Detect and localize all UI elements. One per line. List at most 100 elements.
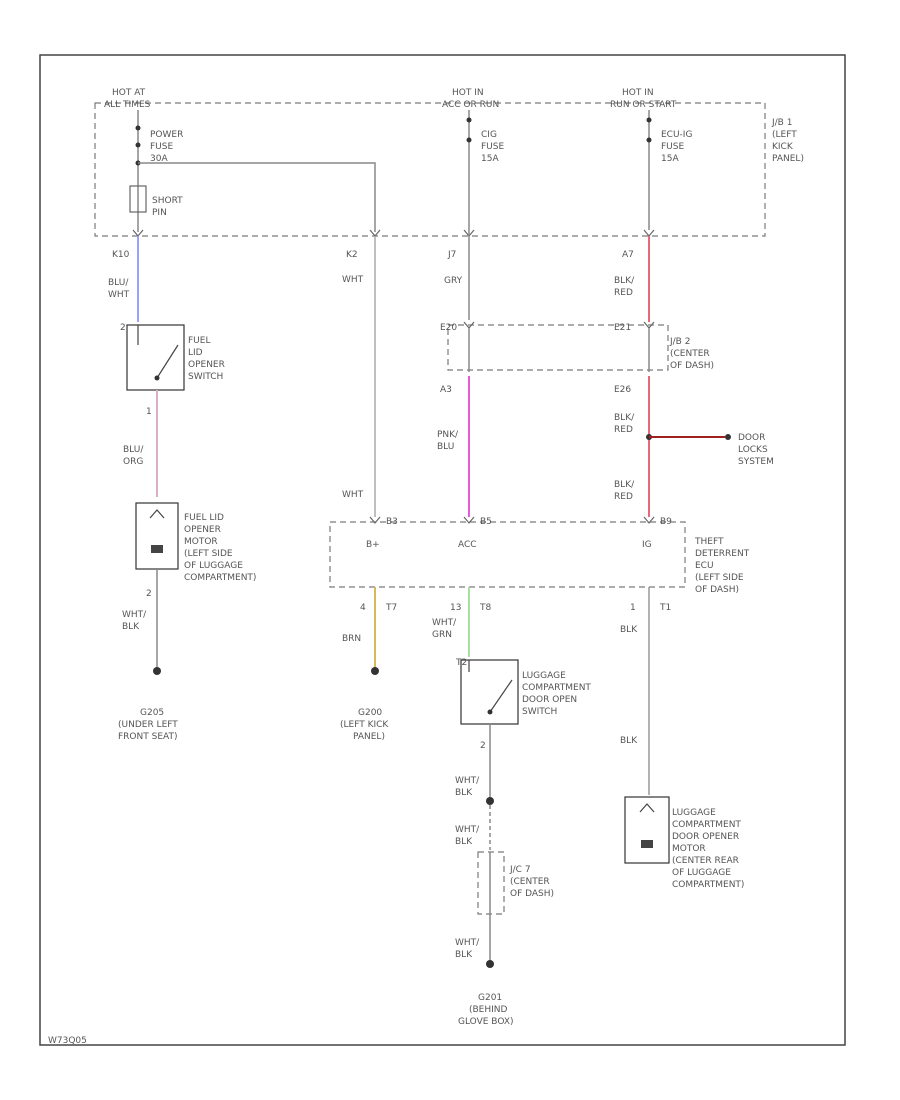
ground-g200-icon	[371, 667, 379, 675]
power-fuse-top-dot	[135, 125, 141, 131]
jb1-label-1: J/B 1	[771, 118, 792, 128]
hot-all-label-2: ALL TIMES	[104, 100, 151, 110]
jc-label-3: OF DASH)	[510, 889, 554, 899]
jb2-label-2: (CENTER	[670, 349, 710, 359]
wire-label-blu-wht-2: WHT	[108, 290, 130, 300]
pin-j7: J7	[447, 250, 456, 260]
tdecu-label-1: THEFT	[694, 537, 724, 547]
wire-label-wht-blk-mid-1: WHT/	[455, 776, 480, 786]
luggage-switch-contact	[489, 679, 513, 713]
fuel-switch-label-4: SWITCH	[188, 372, 223, 382]
pin-two-b: 2	[146, 589, 152, 599]
luggage-motor-label-7: COMPARTMENT)	[672, 880, 744, 890]
g205-label-1: G205	[140, 708, 164, 718]
short-pin-label-1: SHORT	[152, 196, 183, 206]
g200-label-1: G200	[358, 708, 382, 718]
ecu-ig-fuse-label-3: 15A	[661, 154, 679, 164]
diagram-frame	[39, 54, 846, 1046]
wire-label-blk-2: BLK	[620, 736, 638, 746]
b3-connector-mark	[369, 516, 381, 524]
pin-e21: E21	[614, 323, 631, 333]
g205-label-3: FRONT SEAT)	[118, 732, 177, 742]
wire-label-wht-grn-1: WHT/	[432, 618, 457, 628]
fuel-motor-label-4: (LEFT SIDE	[184, 549, 233, 559]
power-fuse-label-1: POWER	[150, 130, 183, 140]
wire-label-blk-red-lower-2: RED	[614, 492, 633, 502]
pin-t8: T8	[479, 603, 491, 613]
door-lock-label-1: DOOR	[738, 433, 765, 443]
wire-label-brn: BRN	[342, 634, 361, 644]
pin-k2: K2	[346, 250, 358, 260]
cig-fuse-label-1: CIG	[481, 130, 497, 140]
fuel-switch-label-3: OPENER	[188, 360, 225, 370]
wire-label-wht-blk-bottom-1: WHT/	[455, 938, 480, 948]
pin-k10: K10	[112, 250, 130, 260]
g205-label-2: (UNDER LEFT	[118, 720, 178, 730]
ecu-ig-fuse-label-2: FUSE	[661, 142, 684, 152]
a7-connector-mark	[643, 229, 655, 237]
luggage-motor-symbol-icon	[641, 840, 653, 848]
pin-b9: B9	[660, 517, 672, 527]
ecu-ig-fuse-label-1: ECU-IG	[661, 130, 692, 140]
luggage-motor-label-1: LUGGAGE	[672, 808, 716, 818]
hot-run-label-2: RUN OR START	[610, 100, 677, 110]
wire-label-wht-1: WHT	[342, 275, 364, 285]
short-pin-label-2: PIN	[152, 208, 167, 218]
wire-label-wht-blk-jc-1: WHT/	[455, 825, 480, 835]
fuel-motor-arrow-icon	[149, 509, 165, 519]
door-lock-label-2: LOCKS	[738, 445, 768, 455]
luggage-motor-arrow-icon	[639, 803, 655, 813]
wire-label-wht-2: WHT	[342, 490, 364, 500]
hot-run-label-1: HOT IN	[622, 88, 654, 98]
cig-fuse-label-2: FUSE	[481, 142, 504, 152]
ecu-pin-ig: IG	[642, 540, 652, 550]
jb2-label-3: OF DASH)	[670, 361, 714, 371]
wire-label-wht-blk-mid-2: BLK	[455, 788, 473, 798]
hot-all-label-1: HOT AT	[112, 88, 146, 98]
fuel-motor-label-3: MOTOR	[184, 537, 218, 547]
diagram-id: W73Q05	[48, 1036, 87, 1046]
fuel-motor-label-1: FUEL LID	[184, 513, 224, 523]
pin-b3: B3	[386, 517, 398, 527]
pin-a7: A7	[622, 250, 634, 260]
b5-connector-mark	[463, 516, 475, 524]
power-branch-wire	[138, 162, 376, 232]
luggage-switch-label-2: COMPARTMENT	[522, 683, 591, 693]
luggage-motor-label-3: DOOR OPENER	[672, 832, 739, 842]
pin-a3: A3	[440, 385, 452, 395]
luggage-switch-label-3: DOOR OPEN	[522, 695, 577, 705]
jb1-label-3: KICK	[772, 142, 794, 152]
pin-b5: B5	[480, 517, 492, 527]
wire-label-blk-red-upper-2: RED	[614, 288, 633, 298]
pin-t7: T7	[385, 603, 397, 613]
wire-label-blk-1: BLK	[620, 625, 638, 635]
jb1-box	[94, 102, 766, 237]
wire-label-pnk-blu-1: PNK/	[437, 430, 459, 440]
pin-one-a: 1	[146, 407, 152, 417]
pin-t2: T2	[455, 658, 467, 668]
fuel-motor-label-5: OF LUGGAGE	[184, 561, 243, 571]
ground-g205-icon	[153, 667, 161, 675]
pin-e20: E20	[440, 323, 457, 333]
fuel-switch-label-1: FUEL	[188, 336, 210, 346]
luggage-motor-label-6: OF LUGGAGE	[672, 868, 731, 878]
cig-fuse-label-3: 15A	[481, 154, 499, 164]
wire-label-wht-blk-jc-2: BLK	[455, 837, 473, 847]
jb2-box	[447, 324, 669, 371]
luggage-switch-label-1: LUGGAGE	[522, 671, 566, 681]
luggage-motor-label-2: COMPARTMENT	[672, 820, 741, 830]
jc-label-1: J/C 7	[509, 865, 531, 875]
door-lock-connector-dot	[725, 434, 731, 440]
wire-label-wht-blk-left-2: BLK	[122, 622, 140, 632]
wire-label-wht-blk-bottom-2: BLK	[455, 950, 473, 960]
fuel-motor-label-6: COMPARTMENT)	[184, 573, 256, 583]
ground-g201-icon	[486, 960, 494, 968]
junction-dot-upper	[486, 797, 494, 805]
fuel-motor-label-2: OPENER	[184, 525, 221, 535]
hot-acc-label-2: ACC OR RUN	[442, 100, 499, 110]
wire-label-pnk-blu-2: BLU	[437, 442, 454, 452]
ecu-pin-b-plus: B+	[366, 540, 380, 550]
luggage-switch-pivot	[487, 709, 493, 715]
g200-label-3: PANEL)	[353, 732, 385, 742]
